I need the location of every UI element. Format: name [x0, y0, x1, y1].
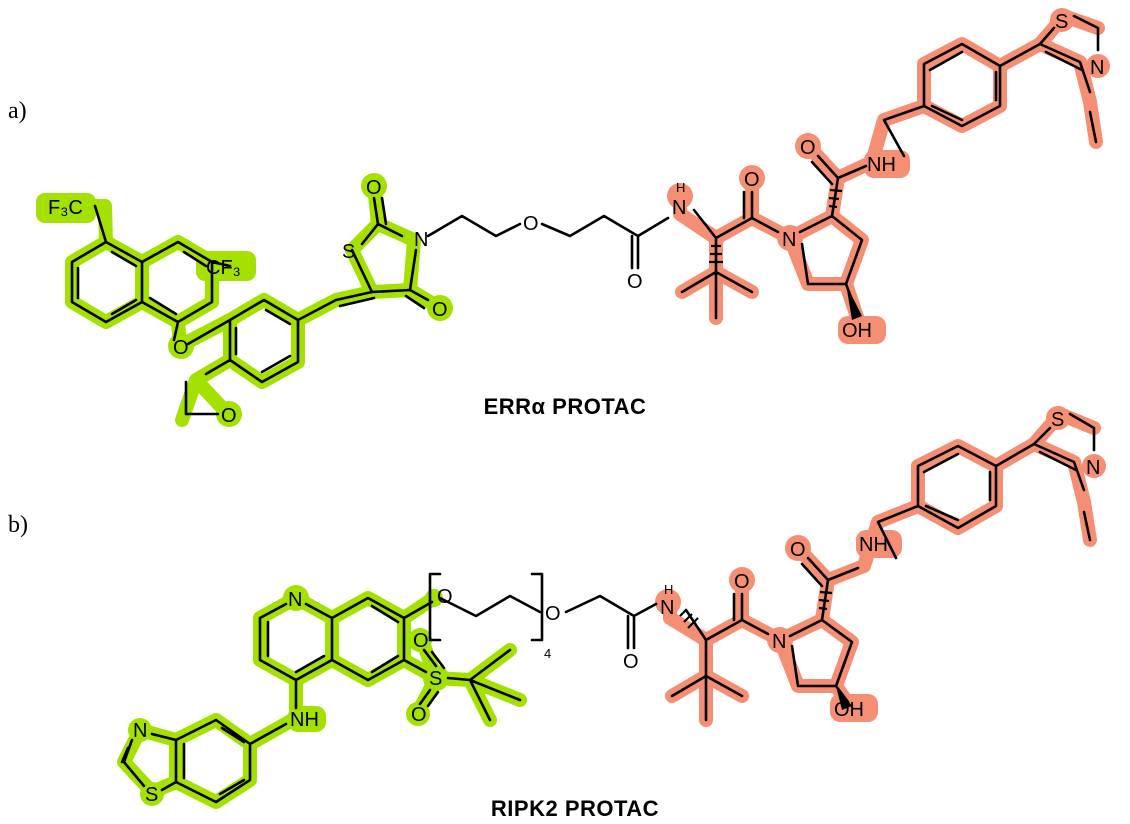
- n-benzothiazole-highlight: [128, 718, 152, 742]
- stereo-wedge-b-oh: [836, 686, 852, 710]
- b-oh-label: OH: [834, 699, 864, 721]
- ripk2-bonds: [120, 412, 1096, 804]
- b-o-amide2-highlight: [729, 567, 755, 593]
- b-n-benzothiazole-label: N: [133, 720, 147, 742]
- o-amide1-label: O: [627, 271, 643, 293]
- oh-label: OH: [842, 320, 872, 342]
- errα-ligand-highlight: [36, 173, 453, 427]
- nh2-highlight: [864, 150, 910, 178]
- nh2-label: NH: [867, 154, 896, 176]
- errα-protac-title: ERRα PROTAC: [484, 394, 647, 419]
- o-ether-label: O: [173, 337, 189, 359]
- b-n-pyrrolidine-label: N: [772, 631, 786, 653]
- o-methoxy-label: O: [221, 405, 237, 427]
- stereo-hash-a2: [828, 188, 843, 209]
- n-nh1-label: N: [672, 197, 686, 219]
- b-s-thiazole-highlight: [1046, 406, 1070, 430]
- b-n-nh1-label: N: [660, 597, 674, 619]
- panel-a: a): [8, 8, 1110, 427]
- b-nh2-highlight: [856, 530, 902, 558]
- b-o-amide2-label: O: [734, 571, 750, 593]
- b-n-pyrrolidine-highlight: [767, 627, 793, 653]
- s-ring-label: S: [342, 241, 355, 263]
- b-h-nh1-label: H: [664, 582, 673, 597]
- b-o-sulfonyl-bottom-label: O: [411, 704, 427, 726]
- b-s-thiazole-label: S: [1051, 409, 1064, 431]
- n-ring-label: N: [414, 229, 428, 251]
- b-o-sulfonyl-top-label: O: [413, 630, 429, 652]
- b-s-sulfonyl-label: S: [429, 668, 442, 690]
- o-ring-bottom-label: O: [432, 299, 448, 321]
- b-repeat-count: 4: [544, 646, 551, 661]
- oh-highlight: [838, 316, 886, 344]
- b-n-quinoline-label: N: [288, 589, 302, 611]
- s-thiazole-label: S: [1055, 11, 1068, 33]
- b-o-amide1-label: O: [623, 651, 639, 673]
- ripk2-protac-title: RIPK2 PROTAC: [491, 796, 659, 821]
- n-pyrrolidine-label: N: [782, 229, 796, 251]
- o-methoxy-highlight: [216, 401, 242, 427]
- cf3-top-highlight: [36, 193, 96, 223]
- errα-bonds: [70, 14, 1100, 416]
- nh-aniline-highlight: [288, 706, 326, 732]
- o-amide2-label: O: [744, 169, 760, 191]
- o-ring-top-highlight: [361, 173, 387, 199]
- b-o-amide3-label: O: [790, 539, 806, 561]
- b-o-amide3-highlight: [785, 535, 811, 561]
- n-thiazole-label: N: [1090, 57, 1104, 79]
- vhl-ligand-b-highlight: [655, 406, 1106, 727]
- b-nh-aniline-label: NH: [290, 709, 319, 731]
- o-amide2-highlight: [739, 165, 765, 191]
- b-nh2-label: NH: [859, 534, 888, 556]
- stereo-hash-a1: [709, 244, 723, 264]
- nh1-highlight: [667, 183, 693, 209]
- n-pyrrolidine-highlight: [777, 225, 803, 251]
- o-peg-label: O: [523, 213, 539, 235]
- stereo-hash-b2: [818, 590, 833, 611]
- h-nh1-label: H: [676, 180, 685, 195]
- stereo-hash-b1: [679, 609, 699, 629]
- s-benzothiazole-highlight: [140, 782, 164, 806]
- b-n-thiazole-highlight: [1082, 454, 1106, 478]
- o-ring-bottom-highlight: [427, 295, 453, 321]
- o-amide3-highlight: [795, 133, 821, 159]
- n-quinoline-highlight: [283, 585, 309, 611]
- cf3-top-label: F₃C: [48, 197, 83, 219]
- o-sulfonyl-top-highlight: [408, 628, 432, 652]
- n-thiazole-highlight: [1086, 54, 1110, 78]
- panel-a-label: a): [8, 98, 27, 124]
- o-sulfonyl-bottom-highlight: [406, 702, 430, 726]
- vhl-ligand-a-highlight: [667, 8, 1110, 344]
- repeat-brackets: [428, 572, 544, 642]
- errα-atom-labels: F₃C CF₃ O O S N O O O O H N O N OH O NH …: [48, 11, 1104, 427]
- b-o-peg1-label: O: [437, 586, 453, 608]
- o-ring-top-label: O: [366, 177, 382, 199]
- b-o-peg2-label: O: [545, 603, 561, 625]
- ripk2-atom-labels: N NH N S S O O O O 4 O H N O N OH O NH S…: [133, 409, 1100, 806]
- s-sulfonyl-highlight: [423, 665, 449, 691]
- o-amide3-label: O: [800, 137, 816, 159]
- b-n-thiazole-label: N: [1086, 457, 1100, 479]
- panel-b-label: b): [8, 512, 28, 538]
- panel-b: b): [8, 406, 1106, 821]
- cf3-right-label: CF₃: [206, 257, 241, 279]
- stereo-wedge-a-oh: [846, 284, 862, 320]
- b-s-benzothiazole-label: S: [145, 784, 158, 806]
- s-thiazole-highlight: [1050, 8, 1074, 32]
- b-nh1-highlight: [655, 589, 681, 615]
